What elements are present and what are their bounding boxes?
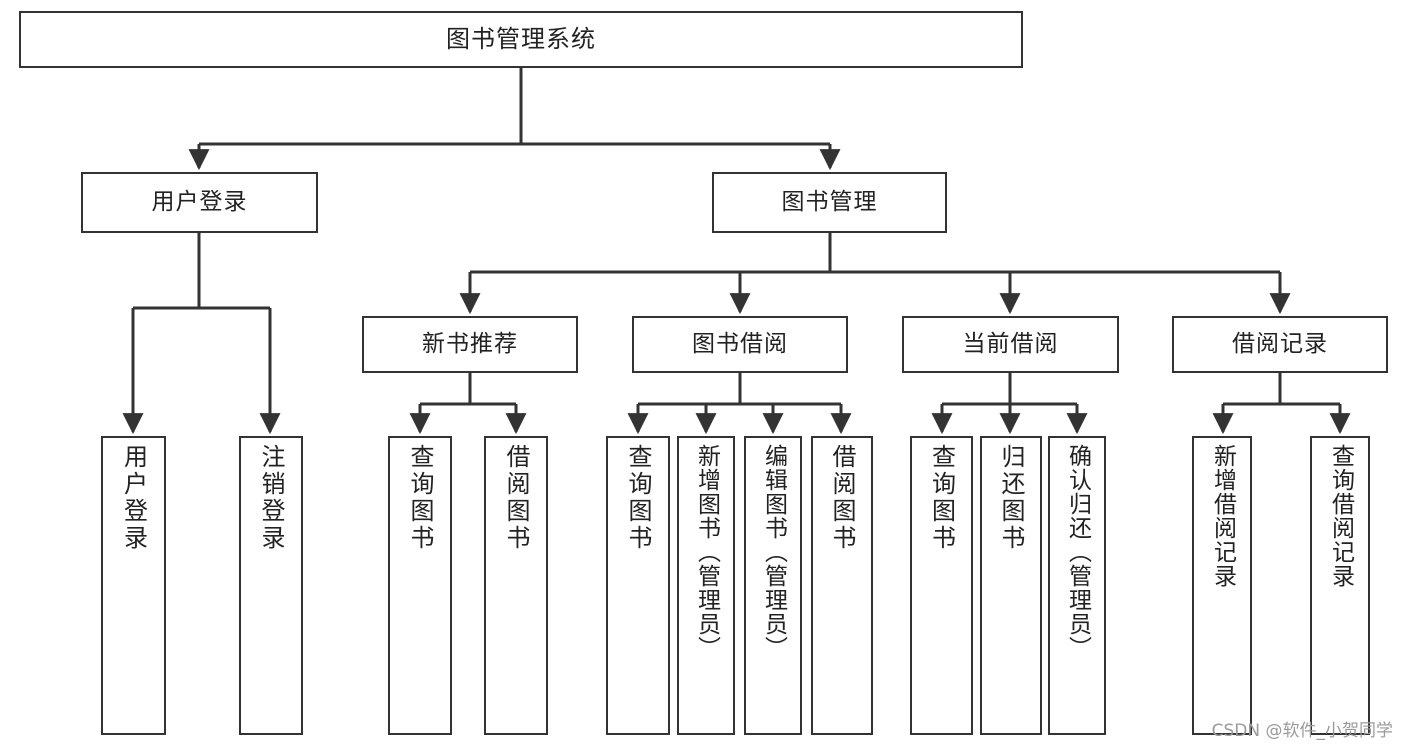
leaf-query-borrow-record[interactable]: 查询借阅记录 [1310,436,1370,735]
node-label: 查询图书 [406,444,434,552]
node-label: 用户登录 [119,444,148,552]
leaf-query-book-current[interactable]: 查询图书 [910,436,973,735]
node-label: 新增图书（管理员） [693,444,720,660]
node-label: 图书管理系统 [446,25,596,54]
node-label: 确认归还（管理员） [1064,444,1091,660]
node-label: 图书借阅 [692,330,788,357]
node-user-login[interactable]: 用户登录 [81,172,318,233]
node-label: 查询图书 [624,444,652,552]
leaf-edit-book-admin[interactable]: 编辑图书（管理员） [744,436,802,735]
node-root-system[interactable]: 图书管理系统 [19,11,1023,68]
node-book-management[interactable]: 图书管理 [712,172,947,233]
leaf-confirm-return-admin[interactable]: 确认归还（管理员） [1048,436,1106,735]
leaf-query-book-borrow[interactable]: 查询图书 [606,436,670,735]
node-current-borrow[interactable]: 当前借阅 [902,316,1119,373]
node-label: 新增借阅记录 [1209,444,1236,588]
csdn-watermark: CSDN @软件_小贺同学 [1211,721,1393,741]
node-book-borrow[interactable]: 图书借阅 [632,316,848,373]
node-new-book-recommend[interactable]: 新书推荐 [362,316,578,373]
node-label: 编辑图书（管理员） [760,444,787,660]
node-label: 查询图书 [927,444,956,552]
leaf-borrow-book-recommend[interactable]: 借阅图书 [484,436,548,735]
node-label: 图书管理 [781,188,878,215]
leaf-return-book[interactable]: 归还图书 [980,436,1042,735]
node-label: 用户登录 [151,188,248,215]
node-label: 归还图书 [997,444,1025,552]
leaf-query-book-recommend[interactable]: 查询图书 [388,436,452,735]
node-label: 借阅记录 [1232,330,1328,357]
node-label: 查询借阅记录 [1327,444,1354,588]
leaf-add-borrow-record[interactable]: 新增借阅记录 [1192,436,1252,735]
leaf-user-login[interactable]: 用户登录 [101,436,166,735]
node-label: 当前借阅 [962,330,1059,357]
leaf-add-book-admin[interactable]: 新增图书（管理员） [677,436,735,735]
leaf-logout[interactable]: 注销登录 [239,436,303,735]
node-label: 借阅图书 [828,444,856,552]
leaf-borrow-book[interactable]: 借阅图书 [811,436,873,735]
node-label: 注销登录 [257,444,285,552]
node-borrow-records[interactable]: 借阅记录 [1172,316,1388,373]
node-label: 借阅图书 [502,444,530,552]
node-label: 新书推荐 [422,330,518,357]
